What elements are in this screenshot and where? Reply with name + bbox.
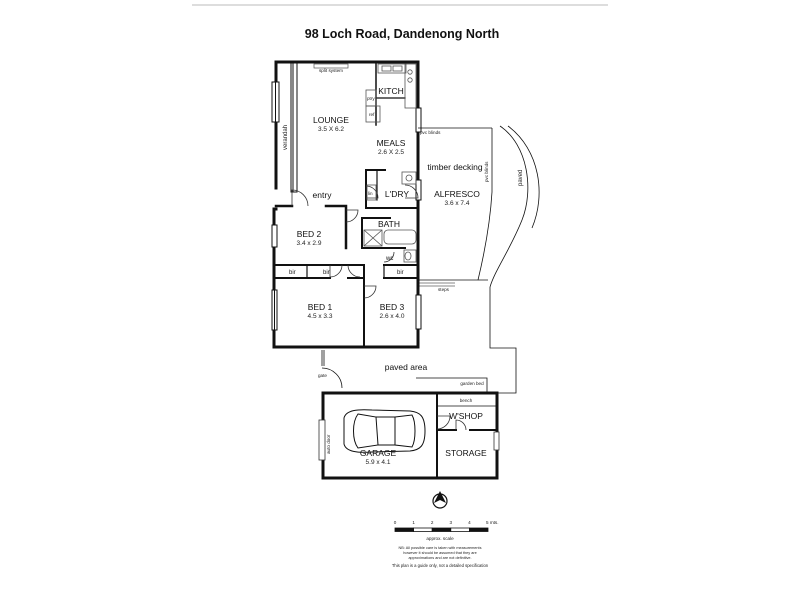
split-system-label: split system <box>319 68 343 73</box>
wc-label: wc <box>385 256 393 262</box>
bir-label-bed3: bir <box>397 270 404 276</box>
room-bed3-dims: 2.6 x 4.0 <box>380 313 405 320</box>
note-line-1: NB: All possible care is taken with meas… <box>399 546 482 550</box>
plan-title: 98 Loch Road, Dandenong North <box>305 27 499 41</box>
room-lounge-dims: 3.5 X 6.2 <box>318 126 344 133</box>
bir-label-bed2-a: bir <box>289 270 296 276</box>
room-bed1-dims: 4.5 x 3.3 <box>308 313 333 320</box>
room-meals-dims: 2.6 X 2.5 <box>378 149 404 156</box>
scale-tick-1: 1 <box>412 520 415 525</box>
entry-label: entry <box>313 190 333 200</box>
north-arrow-icon <box>432 491 448 509</box>
note-line-3: approximations and are not definitive. <box>408 556 471 560</box>
verandah-label: verandah <box>283 125 289 150</box>
split-system-unit <box>313 63 349 69</box>
room-storage-name: STORAGE <box>445 448 487 458</box>
paved-path <box>489 125 540 394</box>
verandah <box>290 61 298 193</box>
scale-bar <box>394 527 489 532</box>
scale-tick-4: 4 <box>468 520 471 525</box>
room-bed2-dims: 3.4 x 2.9 <box>297 240 322 247</box>
garage-walls <box>321 391 499 480</box>
bir-label-bed2-b: bir <box>323 270 330 276</box>
garden-bed-label: garden bed <box>460 381 484 386</box>
note-line-2: however it should be assumed that they a… <box>403 551 476 555</box>
windows <box>271 81 422 331</box>
room-bed3-name: BED 3 <box>380 302 405 312</box>
fridge-label: ref <box>369 112 375 117</box>
scale-caption: approx. scale <box>426 536 454 541</box>
room-lounge-name: LOUNGE <box>313 115 349 125</box>
guide-note: This plan is a guide only, not a detaile… <box>392 563 489 568</box>
room-bed1-name: BED 1 <box>308 302 333 312</box>
kitchen-fixtures <box>365 63 417 123</box>
bench-label: bench <box>460 398 473 403</box>
room-garage-name: GARAGE <box>360 448 397 458</box>
pantry-label: ptry <box>367 96 375 101</box>
room-garage-dims: 5.9 x 4.1 <box>366 459 391 466</box>
auto-door-label: auto door <box>326 434 331 454</box>
steps-label: steps <box>438 287 450 292</box>
paved-area-label: paved area <box>385 362 428 372</box>
alfresco-deck <box>418 127 493 287</box>
scale-tick-3: 3 <box>450 520 453 525</box>
room-alfresco-name: ALFRESCO <box>434 189 480 199</box>
yard-lines <box>321 350 488 393</box>
room-bath-name: BATH <box>378 219 400 229</box>
room-bed2-name: BED 2 <box>297 229 322 239</box>
scale-tick-2: 2 <box>431 520 434 525</box>
pvc-blinds-top-label: pvc blinds <box>420 130 441 135</box>
scale-tick-0: 0 <box>394 520 397 525</box>
gate-label: gate <box>318 373 327 378</box>
room-kitchen-name: KITCH <box>378 86 404 96</box>
timber-decking-label: timber decking <box>427 162 483 172</box>
scale-tick-5: 5 mts. <box>486 520 499 525</box>
car-icon <box>343 409 426 453</box>
pvc-blinds-side-label: pvc blinds <box>484 161 489 182</box>
north-label: N <box>438 503 442 509</box>
laundry-fixtures <box>366 171 417 201</box>
doors <box>291 184 419 299</box>
paved-label: paved <box>518 170 524 186</box>
room-workshop-name: W'SHOP <box>449 411 483 421</box>
room-meals-name: MEALS <box>377 138 406 148</box>
linen-label: lin <box>368 191 373 196</box>
room-alfresco-dims: 3.6 x 7.4 <box>445 200 470 207</box>
room-laundry-name: L'DRY <box>385 189 409 199</box>
bath-fixtures <box>363 229 417 263</box>
garage-doors <box>318 415 500 461</box>
